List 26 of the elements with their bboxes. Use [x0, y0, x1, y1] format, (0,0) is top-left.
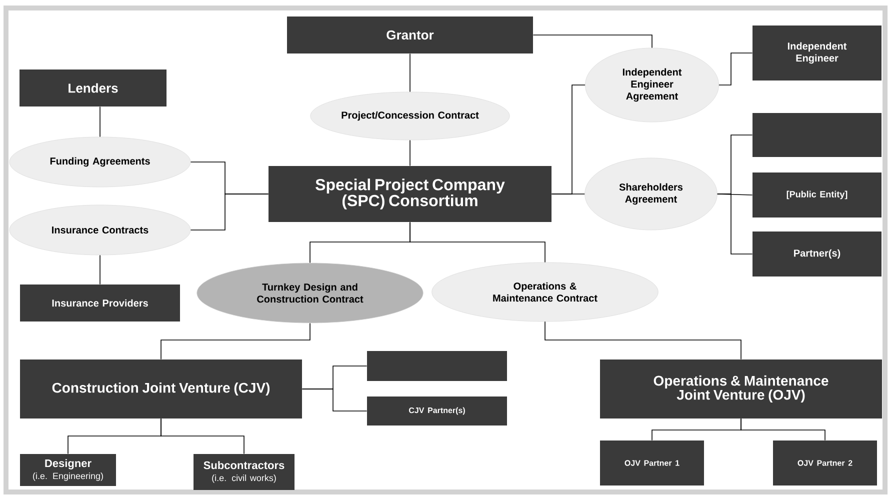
connector-line	[160, 322, 310, 360]
connector-line	[410, 222, 546, 263]
connector-line	[302, 388, 368, 412]
org-box: Independent Engineer	[752, 26, 882, 80]
connector-line	[740, 418, 826, 441]
connector-line	[160, 418, 244, 454]
org-box	[752, 113, 882, 157]
org-box: Subcontractors (i.e. civil works)	[194, 454, 294, 490]
org-box: Special Project Company (SPC) Consortium	[268, 166, 552, 222]
connector-line	[717, 194, 753, 254]
org-box: Designer (i.e. Engineering)	[20, 454, 116, 486]
org-box: Grantor	[287, 16, 533, 54]
org-box: Lenders	[20, 70, 166, 106]
org-box: CJV Partner(s)	[367, 396, 507, 426]
org-box: Construction Joint Venture (CJV)	[20, 359, 302, 418]
connector-line	[718, 52, 753, 86]
org-box: Partner(s)	[752, 232, 882, 276]
org-box: Insurance Providers	[20, 284, 180, 322]
org-box: Operations & Maintenance Joint Venture (OJV)	[600, 359, 882, 418]
connector-line	[190, 194, 269, 230]
connector-line	[544, 321, 742, 360]
org-box: OJV Partner 2	[773, 440, 877, 486]
connector-line	[532, 34, 652, 48]
org-box: OJV Partner 1	[600, 440, 704, 486]
org-box	[367, 350, 507, 381]
org-box: [Public Entity]	[752, 172, 882, 218]
